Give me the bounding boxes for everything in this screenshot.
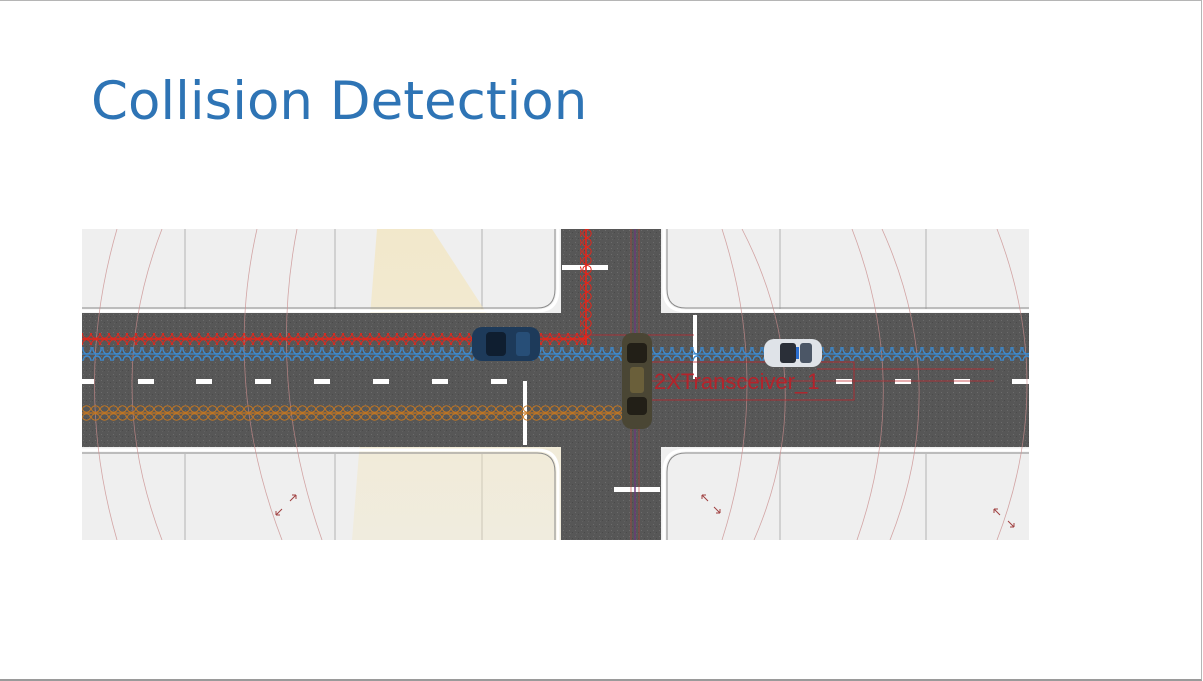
- dark-blue-car: [472, 327, 540, 361]
- intersection-simulation-svg: 2XTransceiver_1: [82, 229, 1029, 540]
- transceiver-label: 2XTransceiver_1: [654, 369, 819, 394]
- white-police-car: [764, 339, 822, 367]
- slide-title: Collision Detection: [91, 67, 587, 137]
- intersection-simulation-figure: 2XTransceiver_1: [82, 229, 1029, 540]
- yellow-car: [622, 333, 652, 429]
